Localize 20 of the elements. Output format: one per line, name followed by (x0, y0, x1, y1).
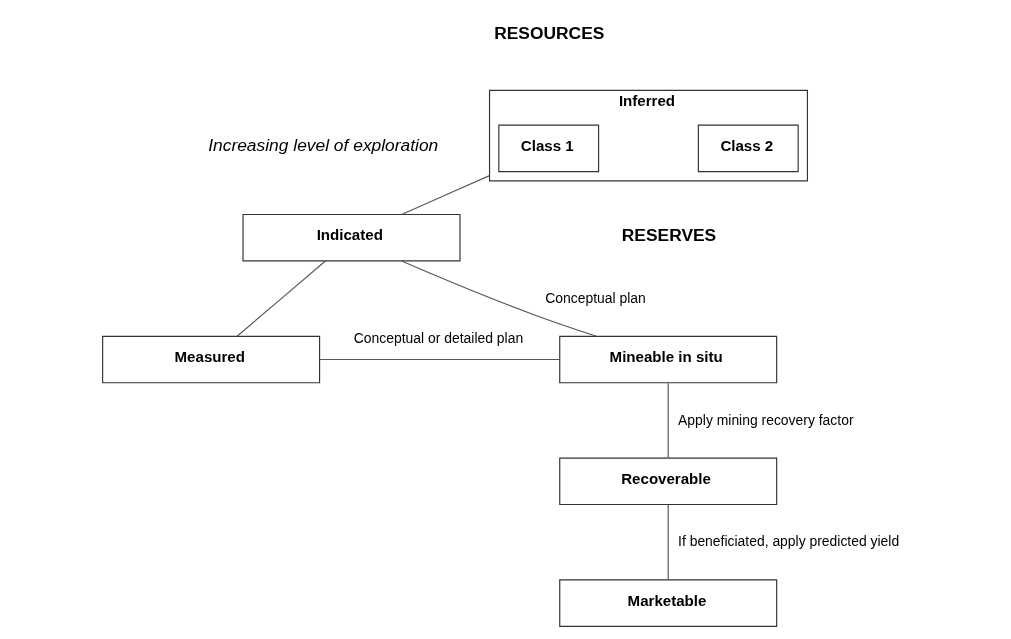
node-box: Class 1 (498, 124, 600, 173)
connector (401, 260, 598, 337)
label: RESERVES (621, 224, 717, 245)
edge-label: Conceptual plan (545, 289, 646, 306)
connector (236, 260, 326, 337)
edge-label: If beneficiated, apply predicted yield (678, 533, 900, 550)
edge-label: Conceptual or detailed plan (353, 330, 524, 347)
node-box: Indicated (242, 213, 461, 262)
label: RESOURCES (494, 22, 605, 43)
connector (401, 175, 491, 215)
node-box: Marketable (559, 579, 778, 627)
label: Increasing level of exploration (208, 135, 439, 156)
node-box: Class 2 (697, 124, 799, 173)
node-box: Measured (102, 335, 321, 384)
connector (667, 504, 669, 581)
edge-label: Apply mining recovery factor (678, 411, 854, 428)
node-box: Recoverable (559, 457, 778, 506)
node-box: Mineable in situ (559, 335, 778, 384)
connector (319, 358, 561, 361)
connector (667, 382, 669, 459)
